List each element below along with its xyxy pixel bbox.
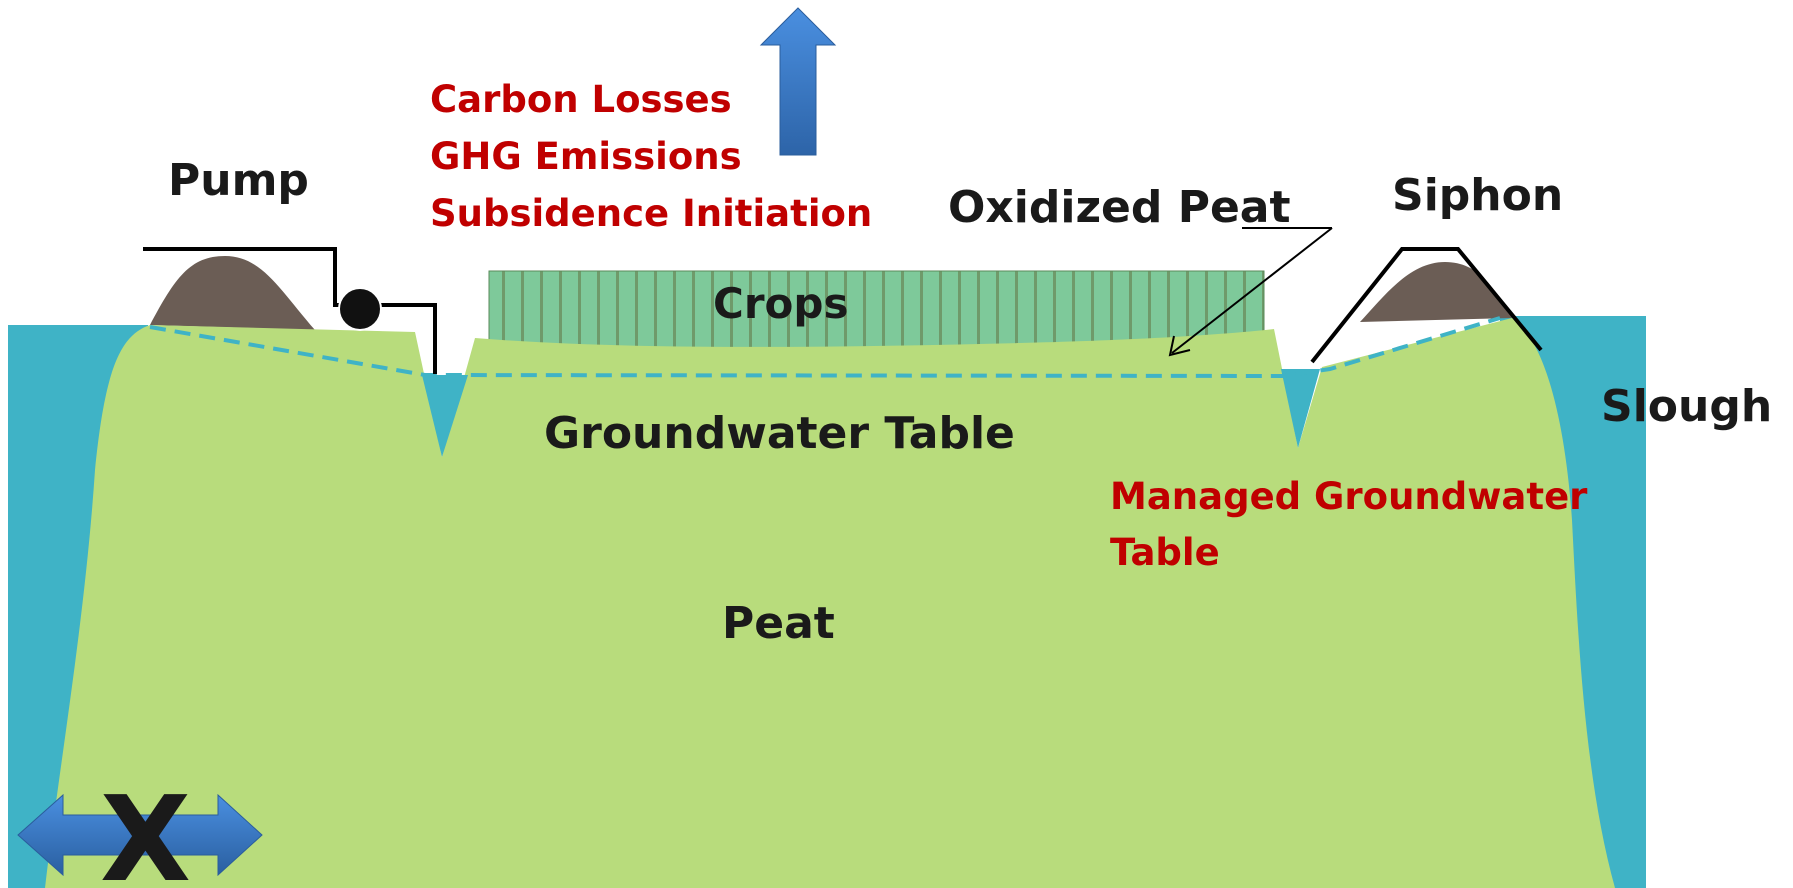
pump-pipe (143, 247, 437, 374)
left-ditch-water (422, 375, 468, 457)
oxidized-peat-leader (1171, 227, 1333, 354)
oxidized-peat-arrowhead (1168, 335, 1191, 357)
pump-icon (338, 287, 382, 331)
left-levee (150, 256, 315, 330)
managed-groundwater-label-line1: Managed Groundwater (1110, 475, 1588, 518)
groundwater-table-line (149, 316, 1501, 379)
emissions-up-arrow (759, 7, 837, 156)
peat-label: Peat (722, 598, 835, 649)
carbon-losses-label: Carbon Losses (430, 78, 732, 121)
pump-label: Pump (168, 155, 309, 206)
slough-label: Slough (1601, 381, 1772, 432)
x-axis-mark: X (100, 770, 191, 888)
siphon-pipe (1310, 247, 1543, 364)
right-ditch-water (1281, 369, 1320, 448)
x-direction-double-arrow (17, 793, 263, 877)
right-levee (1360, 262, 1512, 322)
managed-groundwater-label-line2: Table (1110, 531, 1220, 574)
ghg-emissions-label: GHG Emissions (430, 135, 742, 178)
groundwater-table-label: Groundwater Table (544, 408, 1015, 459)
subsidence-initiation-label: Subsidence Initiation (430, 192, 872, 235)
peat-island (45, 318, 1615, 888)
crops-label: Crops (713, 279, 848, 328)
oxidized-peat-label: Oxidized Peat (948, 182, 1291, 233)
siphon-label: Siphon (1392, 170, 1563, 221)
